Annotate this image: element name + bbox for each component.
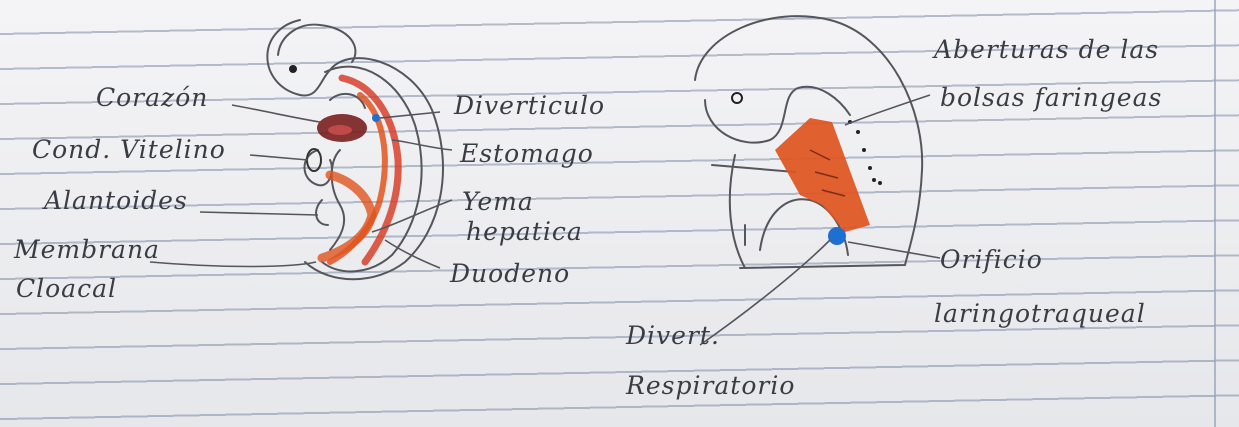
right-eye-ring bbox=[732, 93, 742, 103]
pointer-estomago bbox=[392, 140, 452, 150]
left-diverticle-blue bbox=[372, 114, 380, 122]
label-corazon: Corazón bbox=[96, 84, 208, 112]
pointer-corazon bbox=[232, 105, 320, 122]
label-alantoides: Alantoides bbox=[44, 187, 188, 215]
left-eye-dot bbox=[289, 65, 297, 73]
label-membrana: Membrana bbox=[14, 236, 160, 264]
label-bolsas-faringeas: bolsas faringeas bbox=[940, 84, 1162, 112]
left-liver-orange bbox=[322, 175, 372, 258]
label-duodeno: Duodeno bbox=[450, 260, 570, 288]
label-orificio: Orificio bbox=[940, 246, 1043, 274]
label-yema: Yema bbox=[462, 188, 534, 216]
right-pharyngeal-pouch-dots bbox=[848, 120, 882, 185]
left-pointer-lines bbox=[150, 105, 452, 268]
label-respiratorio: Respiratorio bbox=[626, 372, 795, 400]
label-hepatica: hepatica bbox=[466, 218, 583, 246]
left-marker-coloring bbox=[322, 78, 398, 262]
pointer-orificio bbox=[848, 242, 940, 258]
pointer-membrana bbox=[150, 262, 316, 267]
pointer-alantoides bbox=[200, 212, 318, 215]
pointer-cond-vitelino bbox=[250, 155, 308, 160]
label-cond-vitelino: Cond. Vitelino bbox=[32, 136, 226, 164]
label-cloacal: Cloacal bbox=[16, 275, 117, 303]
left-heart-highlight bbox=[328, 125, 352, 135]
label-aberturas: Aberturas de las bbox=[934, 36, 1159, 64]
label-laringotraqueal: laringotraqueal bbox=[934, 300, 1146, 328]
label-diverticulo: Diverticulo bbox=[454, 92, 605, 120]
right-embryo-inner-line bbox=[712, 165, 795, 172]
left-embryo-head-fold bbox=[278, 25, 355, 62]
pointer-yema bbox=[372, 200, 452, 232]
right-pharynx-orange bbox=[775, 118, 870, 232]
label-estomago: Estomago bbox=[460, 140, 594, 168]
right-laryngotracheal-blue bbox=[828, 227, 846, 245]
left-allantois bbox=[316, 200, 328, 225]
label-divert: Divert. bbox=[626, 322, 720, 350]
